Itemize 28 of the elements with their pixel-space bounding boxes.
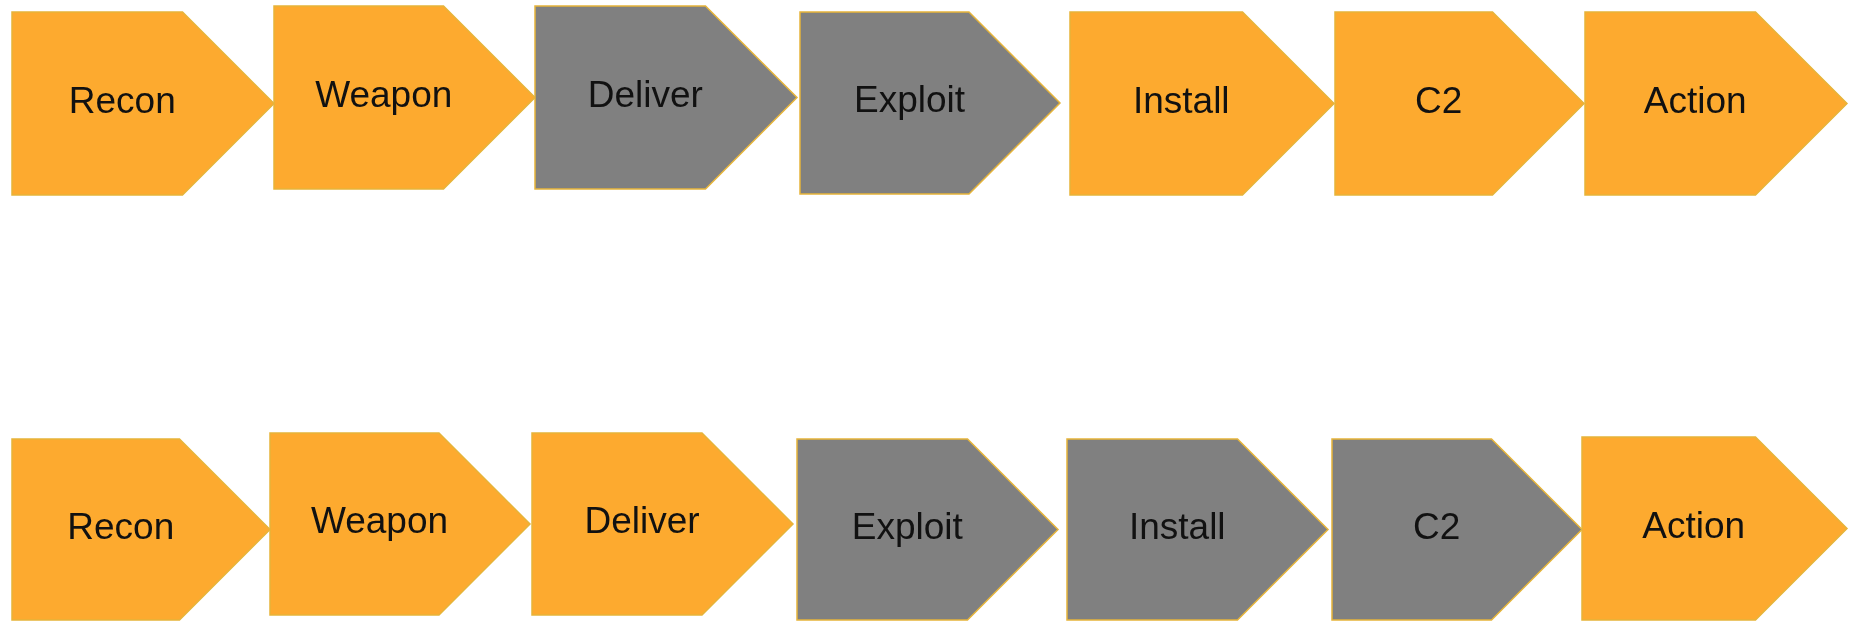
step-label: Weapon — [314, 72, 454, 117]
chevron-step — [1332, 439, 1582, 620]
step-label: Recon — [66, 504, 176, 549]
step-label: Recon — [67, 78, 177, 123]
step-label: Deliver — [586, 72, 704, 117]
chevron-step — [1585, 12, 1847, 195]
step-label: Install — [1131, 78, 1231, 123]
step-label: Action — [1641, 503, 1747, 548]
chevron-step — [532, 433, 793, 615]
chevron-step — [1070, 12, 1334, 195]
step-label: Exploit — [850, 504, 964, 549]
chevron-step — [12, 12, 274, 195]
chevron-step — [1582, 437, 1847, 620]
chevron-step — [1067, 439, 1328, 620]
chevron-step — [12, 439, 270, 620]
chevron-step — [797, 439, 1058, 620]
chevron-step — [535, 6, 797, 189]
step-label: C2 — [1412, 504, 1462, 549]
step-label: Deliver — [583, 499, 701, 543]
step-label: Exploit — [852, 78, 967, 122]
step-label: C2 — [1414, 78, 1464, 123]
chevron-step — [274, 6, 535, 189]
chevron-step — [800, 12, 1060, 194]
chevron-step — [1335, 12, 1584, 195]
chevron-step — [270, 433, 530, 615]
step-label: Weapon — [309, 499, 450, 543]
step-label: Install — [1127, 504, 1227, 549]
step-label: Action — [1642, 78, 1748, 123]
